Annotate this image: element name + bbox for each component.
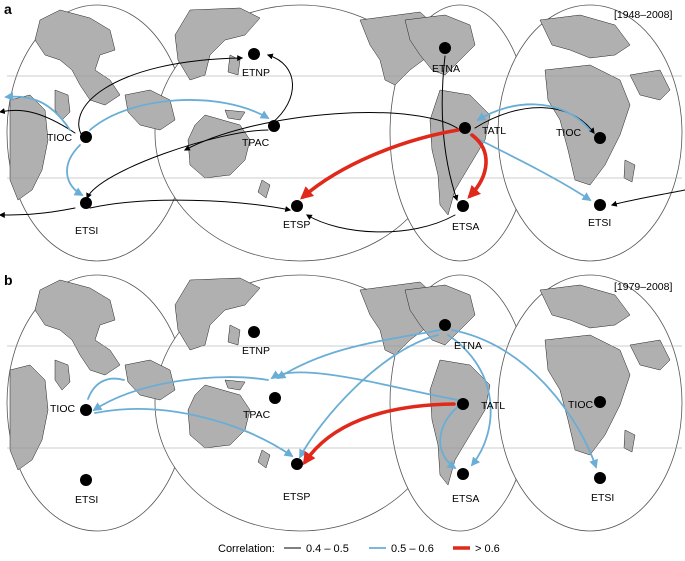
node-etsa-a xyxy=(457,200,469,212)
node-tatl-b xyxy=(457,398,469,410)
label-tpac-b: TPAC xyxy=(243,409,271,421)
link-tatl-tpac xyxy=(183,112,461,151)
nodes-b xyxy=(80,319,606,486)
node-etsp-a xyxy=(291,200,303,212)
link-tatl-tioc xyxy=(474,107,595,134)
legend: Correlation: 0.4 – 0.5 0.5 – 0.6 > 0.6 xyxy=(218,543,500,555)
link-etna-tpac xyxy=(276,329,441,379)
node-labels-b: ETNP TIOC TPAC ETSI ETSP ETNA TATL ETSA … xyxy=(50,340,614,506)
node-tioc-right-a xyxy=(594,132,606,144)
link-etna-etsi xyxy=(451,329,598,469)
label-etna-b: ETNA xyxy=(454,340,482,352)
node-labels-a: ETNP TIOC TPAC ETSI ETSP ETNA TATL ETSA … xyxy=(47,63,611,237)
node-tioc-b xyxy=(80,404,92,416)
link-tioc-self-b xyxy=(87,377,125,400)
label-etsp-a: ETSP xyxy=(283,219,310,231)
node-etsp-b xyxy=(291,458,303,470)
link-etna-etsa xyxy=(441,55,459,202)
node-etsi-right-a xyxy=(594,199,606,211)
panel-letter-b: b xyxy=(4,272,13,288)
label-etsi-right-a: ETSI xyxy=(588,217,611,229)
panel-letter-a: a xyxy=(4,1,12,17)
label-tpac-a: TPAC xyxy=(242,137,270,149)
label-etsi-a: ETSI xyxy=(75,225,98,237)
node-etnp-a xyxy=(248,48,260,60)
link-etna-etsa xyxy=(447,334,492,467)
link-tioc-etsp xyxy=(94,408,294,458)
links-b xyxy=(87,329,598,470)
node-tpac-a xyxy=(268,120,280,132)
node-etna-b xyxy=(439,319,451,331)
node-tatl-a xyxy=(459,122,471,134)
link-etsi-west xyxy=(0,207,76,218)
link-tioc-tatl xyxy=(476,103,591,131)
links-a xyxy=(0,53,685,233)
nodes-a xyxy=(80,42,606,212)
legend-label-black: 0.4 – 0.5 xyxy=(306,543,349,555)
link-tatl-etsp-b xyxy=(302,402,456,466)
link-tatl-etsa xyxy=(439,404,461,470)
label-etsa-b: ETSA xyxy=(452,493,479,505)
label-etnp-b: ETNP xyxy=(242,345,270,357)
link-tatl-etsi xyxy=(469,134,592,201)
legend-title: Correlation: xyxy=(218,543,275,555)
link-tioc-etsi xyxy=(66,144,84,196)
node-tpac-b xyxy=(269,392,281,404)
node-tioc-a xyxy=(80,131,92,143)
link-etsi-etsp xyxy=(89,199,292,213)
link-tioc-west-blue xyxy=(4,91,71,131)
node-etnp-b xyxy=(248,326,260,338)
label-tatl-b: TATL xyxy=(481,400,505,412)
label-tioc-right-b: TIOC xyxy=(568,399,593,411)
node-etsa-b xyxy=(457,468,469,480)
link-tatl-etsa xyxy=(467,133,488,199)
label-tioc-a: TIOC xyxy=(47,132,72,144)
label-etsi-right-b: ETSI xyxy=(591,492,614,504)
panel-b: b [1979–2008] xyxy=(4,272,683,532)
label-etnp-a: ETNP xyxy=(242,67,270,79)
link-tatl-etsp xyxy=(300,128,460,200)
node-etsi-a xyxy=(80,197,92,209)
link-tioc-tpac xyxy=(89,99,270,131)
label-etsi-b: ETSI xyxy=(75,494,98,506)
legend-label-blue: 0.5 – 0.6 xyxy=(391,543,434,555)
label-tioc-b: TIOC xyxy=(50,403,75,415)
label-etna-a: ETNA xyxy=(432,63,460,75)
link-tioc-etnp xyxy=(78,55,244,141)
node-tioc-right-b xyxy=(594,396,606,408)
node-etsi-b xyxy=(80,474,92,486)
link-tioc-west xyxy=(0,108,76,134)
label-tatl-a: TATL xyxy=(482,125,506,137)
label-etsp-b: ETSP xyxy=(283,491,310,503)
label-etsa-a: ETSA xyxy=(452,221,479,233)
node-etna-a xyxy=(439,42,451,54)
link-tpac-tioc xyxy=(92,376,269,411)
legend-label-red: > 0.6 xyxy=(475,543,500,555)
label-tioc-right-a: TIOC xyxy=(556,127,581,139)
node-etsi-right-b xyxy=(594,472,606,484)
link-etsa-etsp xyxy=(305,214,456,233)
period-label-a: [1948–2008] xyxy=(614,9,672,21)
link-east-etsi xyxy=(610,189,685,207)
link-tpac-etsi xyxy=(86,129,269,200)
link-tatl-tpac-b xyxy=(270,370,459,401)
link-etna-etsp xyxy=(299,334,439,459)
link-tpac-etnp xyxy=(266,53,293,124)
period-label-b: [1979–2008] xyxy=(614,281,672,293)
panel-a: a [1948–2008] xyxy=(0,1,685,262)
